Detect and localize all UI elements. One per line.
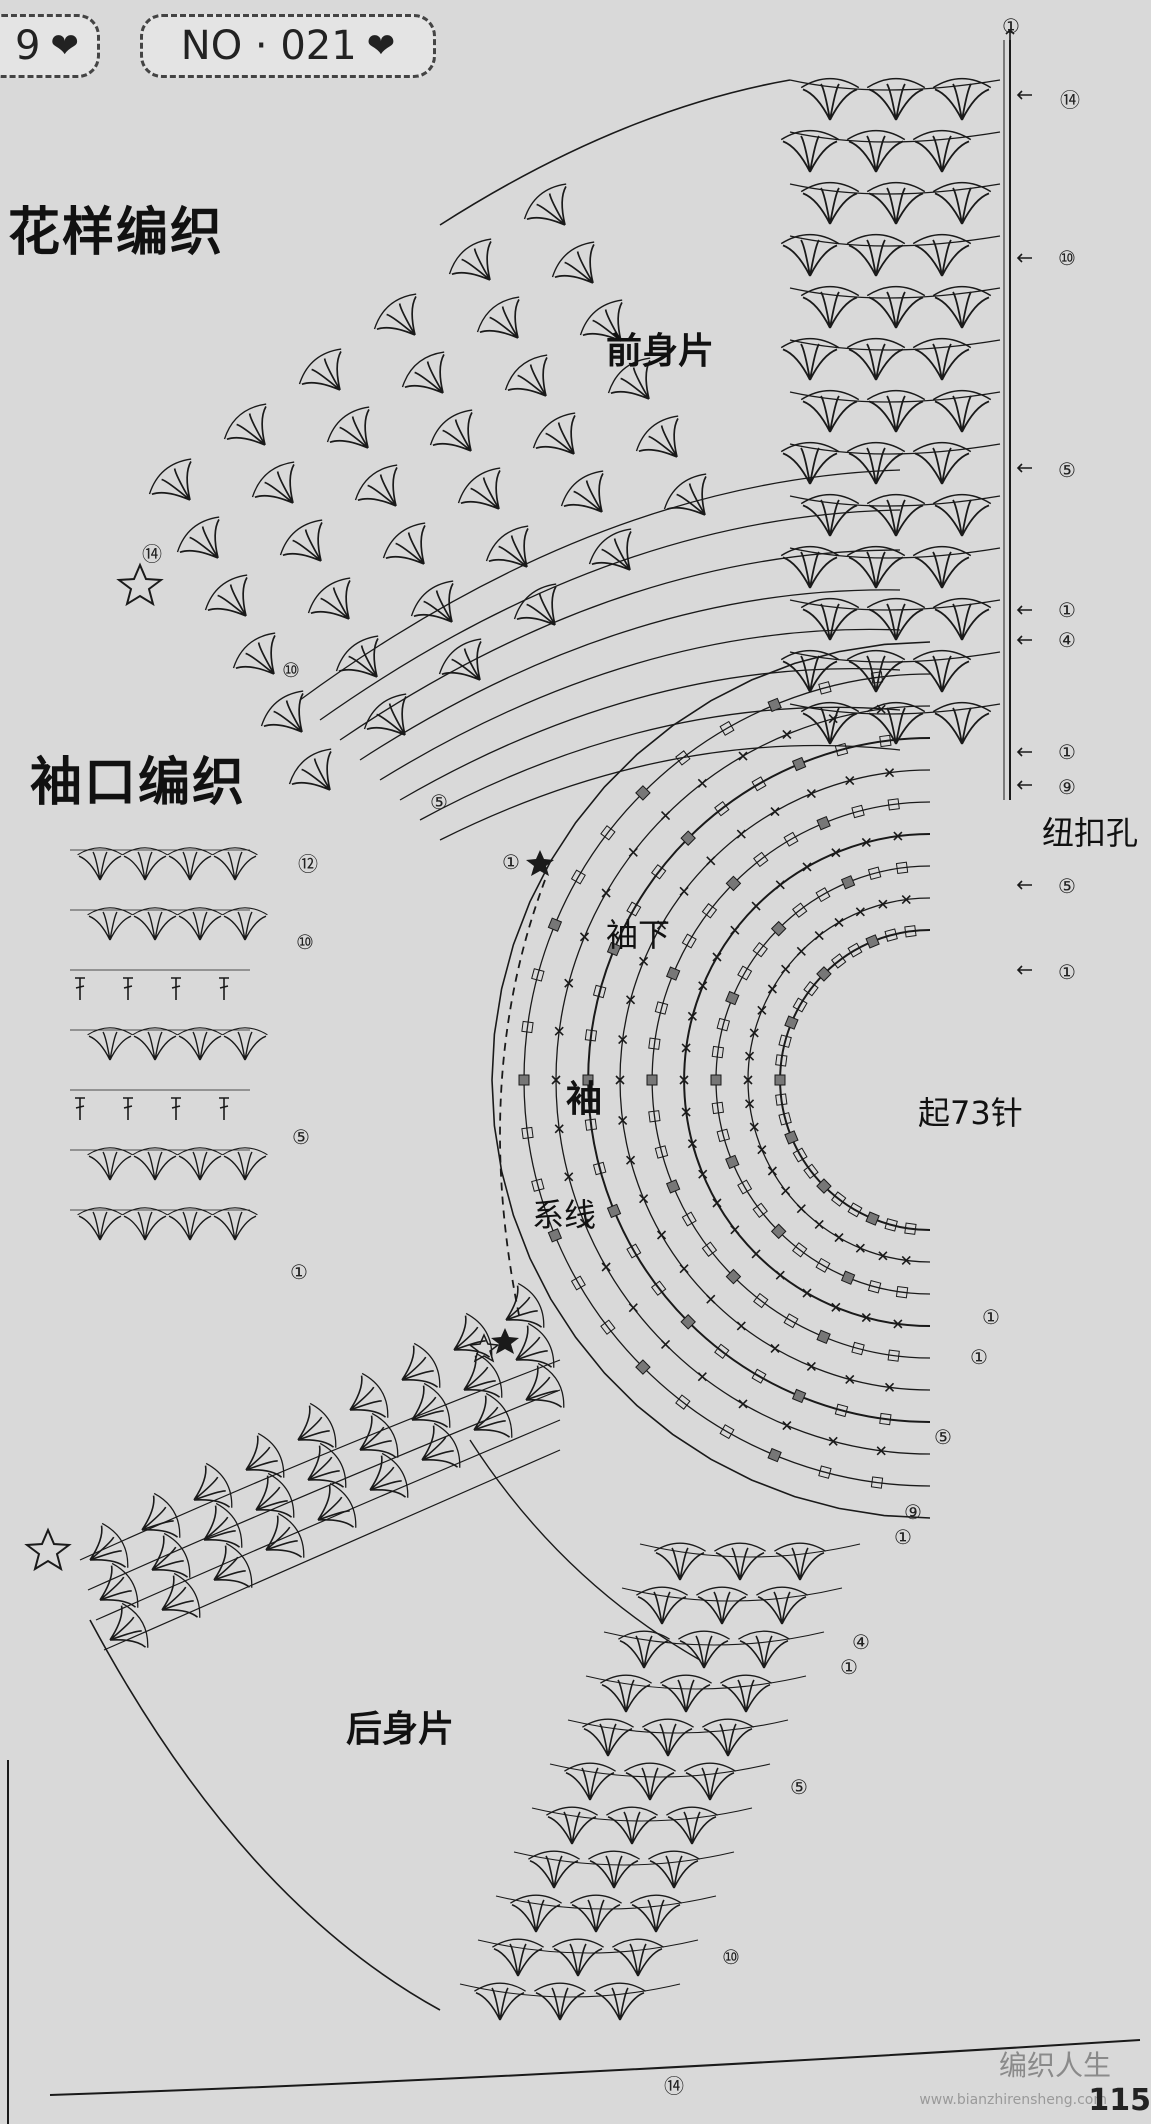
row-marker-1: ① [1002, 14, 1020, 38]
row-marker-5: ⑤ [790, 1775, 808, 1799]
cuff-row-marker-5: ⑤ [292, 1125, 310, 1149]
pattern-number-badge: NO · 021 ❤ [140, 14, 436, 78]
row-marker-5: ⑤ [934, 1425, 952, 1449]
row-marker-1: ① [1058, 960, 1076, 984]
row-marker-10: ⑩ [282, 658, 300, 682]
row-marker-9: ⑨ [904, 1500, 922, 1524]
tie-thread-label: 系线 [532, 1196, 597, 1234]
row-marker-10: ⑩ [722, 1945, 740, 1969]
row-marker-5: ⑤ [1058, 458, 1076, 482]
row-marker-5: ⑤ [1058, 874, 1076, 898]
row-marker-10: ⑩ [1058, 246, 1076, 270]
heart-icon: ❤ [366, 26, 396, 66]
star-markers [24, 562, 554, 1572]
cuff-stitch-title: 袖口编织 [30, 753, 247, 813]
row-marker-1: ① [1058, 740, 1076, 764]
cuff-row-marker-12: ⑫ [298, 852, 318, 876]
prev-pattern-badge: 9 ❤ [0, 14, 100, 78]
back-body-label: 后身片 [346, 1709, 455, 1750]
row-marker-14: ⑭ [1060, 88, 1080, 112]
row-marker-1: ① [840, 1655, 858, 1679]
row-marker-1: ① [970, 1345, 988, 1369]
watermark-logo: 编织人生 [998, 2049, 1111, 2082]
row-marker-1: ① [982, 1305, 1000, 1329]
row-marker-4: ④ [852, 1630, 870, 1654]
front-body-column [780, 40, 1011, 800]
row-marker-1: ① [894, 1525, 912, 1549]
cuff-chart [70, 847, 269, 1241]
pattern-number: NO · 021 [180, 23, 357, 69]
underarm-label: 袖下 [606, 916, 671, 954]
front-body-label: 前身片 [606, 331, 715, 372]
row-marker-14: ⑭ [142, 542, 162, 566]
sleeve-rings [491, 641, 931, 1519]
prev-pattern-number: 9 [15, 23, 41, 69]
sleeve-label: 袖 [566, 1079, 603, 1120]
heart-icon: ❤ [50, 26, 80, 66]
underarm-dashed-line [499, 879, 546, 1321]
row-marker-4: ④ [1058, 628, 1076, 652]
back-body-column [459, 1542, 861, 2021]
back-body-band [76, 1278, 572, 1663]
row-arrows [1005, 28, 1032, 975]
buttonhole-label: 纽扣孔 [1042, 814, 1139, 852]
row-marker-1: ① [502, 850, 520, 874]
back-outline-arc [89, 1619, 441, 2011]
cuff-row-marker-10: ⑩ [296, 930, 314, 954]
watermark-url: www.bianzhirensheng.com [919, 2092, 1107, 2108]
front-outline-arc [439, 79, 791, 226]
cuff-row-marker-1: ① [290, 1260, 308, 1284]
row-marker-5: ⑤ [430, 790, 448, 814]
pattern-stitch-title: 花样编织 [8, 203, 225, 263]
start-chain-label: 起73针 [918, 1094, 1023, 1132]
row-marker-14: ⑭ [664, 2074, 684, 2098]
row-marker-1: ① [1058, 598, 1076, 622]
back-inner-arc [469, 1439, 701, 1661]
front-diagonal-band [143, 176, 901, 841]
page-number: 115 [1088, 2083, 1151, 2118]
row-marker-9: ⑨ [1058, 775, 1076, 799]
